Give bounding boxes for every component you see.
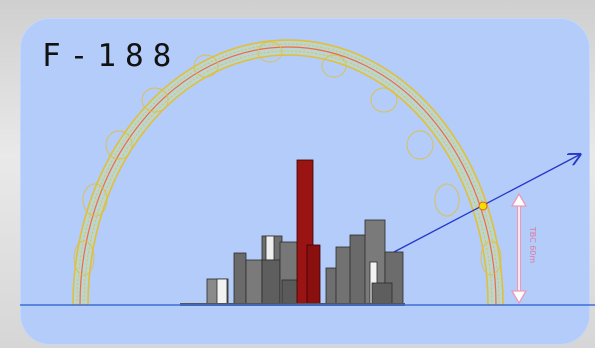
dimension-label: TBC 60m [528, 226, 537, 264]
city-buildings [180, 159, 405, 306]
arch-inner-dotted [83, 50, 493, 306]
diagram-label: F-188 [42, 38, 181, 74]
dimension-arrow [510, 192, 528, 305]
arch-center-line [79, 46, 497, 306]
arch-outer-dotted [76, 43, 500, 306]
arch-ring-segments [73, 41, 502, 276]
intersection-point [478, 201, 488, 211]
